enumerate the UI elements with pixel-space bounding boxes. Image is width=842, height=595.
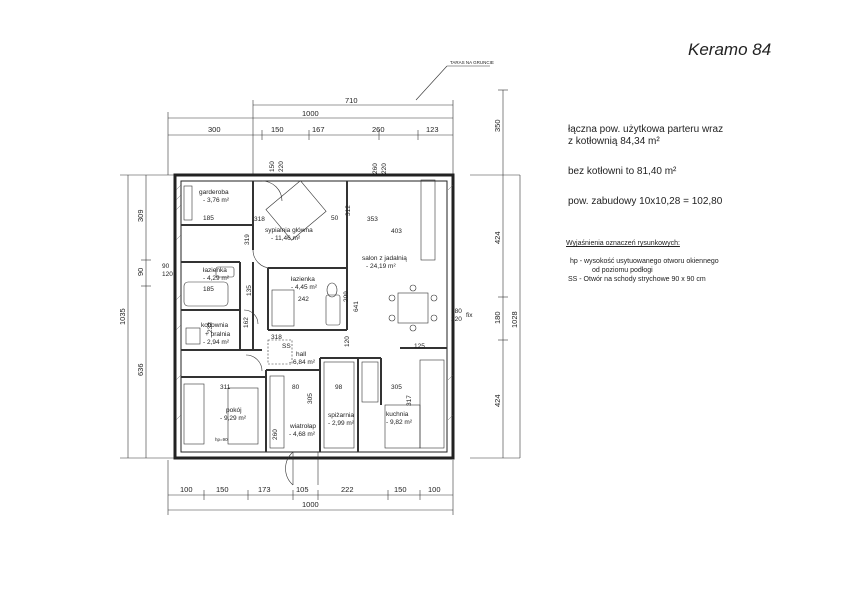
room-salon: salon z jadalnią (362, 255, 407, 262)
usable-area-line2: z kotłownią 84,34 m² (568, 136, 660, 147)
dim-i-353: 353 (367, 216, 378, 223)
dim-r-180: 180 (493, 311, 502, 324)
top-dimension-lines (120, 65, 521, 515)
dim-r-424a: 424 (493, 231, 502, 244)
dim-l-90: 90 (136, 268, 145, 276)
dim-i-318a: 318 (254, 216, 265, 223)
room-spizarnia: spiżarnia (328, 412, 354, 419)
fix-window-label: fix (466, 312, 473, 319)
dim-150-top: 150 (271, 125, 284, 134)
room-lazienka-1-area: - 4,29 m² (203, 275, 230, 282)
dim-b-150a: 150 (216, 485, 229, 494)
dim-l-636: 636 (136, 363, 145, 376)
dim-i-242: 242 (298, 296, 309, 303)
fixtures (183, 179, 445, 486)
plan-title: Keramo 84 (688, 40, 772, 59)
room-kuchnia-area: - 9,82 m² (386, 419, 413, 426)
dim-i-185b: 185 (203, 286, 214, 293)
room-salon-area: - 24,19 m² (366, 263, 396, 270)
dim-i-80: 80 (292, 384, 300, 391)
window-height-label: hp=90 (215, 437, 228, 442)
dim-i-185a: 185 (203, 215, 214, 222)
dim-123: 123 (426, 125, 439, 134)
dim-i-641: 641 (353, 301, 360, 312)
dim-i-220: 220 (278, 161, 285, 172)
dim-i-120: 120 (344, 336, 351, 347)
room-lazienka-2: łazienka (291, 276, 315, 283)
dim-b-222: 222 (341, 485, 354, 494)
dim-1000-top: 1000 (302, 109, 319, 118)
room-kotlownia-area: - 2,94 m² (203, 339, 230, 346)
legend-hp-line1: hp - wysokość usytuowanego otworu okienn… (570, 258, 719, 265)
dim-i-50: 50 (331, 215, 339, 222)
room-lazienka-2-area: - 4,45 m² (291, 284, 318, 291)
interior-walls (181, 181, 447, 452)
exterior-walls (173, 173, 455, 460)
dim-i-209: 209 (343, 291, 350, 302)
room-pokoj-area: - 9,29 m² (220, 415, 247, 422)
dim-i-260: 260 (372, 163, 379, 174)
dim-i-260b: 260 (272, 429, 279, 440)
room-hall-area: - 6,84 m² (289, 359, 316, 366)
dim-167: 167 (312, 125, 325, 134)
room-wiatrolap-area: - 4,68 m² (289, 431, 316, 438)
room-spizarnia-area: - 2,99 m² (328, 420, 355, 427)
room-sypialnia-area: - 11,46 m² (271, 235, 301, 242)
dim-710: 710 (345, 96, 358, 105)
dim-300: 300 (208, 125, 221, 134)
room-lazienka-1: łazienka (203, 267, 227, 274)
room-kotlownia: kotłownia (201, 322, 228, 329)
dim-i-319: 319 (244, 234, 251, 245)
dim-i-90-left: 90 (162, 263, 170, 270)
dim-i-120-left: 120 (162, 271, 173, 278)
room-garderoba-area: - 3,76 m² (203, 197, 230, 204)
dim-i-162: 162 (243, 317, 250, 328)
usable-area-line1: łączna pow. użytkowa parteru wraz (568, 124, 724, 135)
dim-l-1035: 1035 (118, 308, 127, 325)
dim-r-1028: 1028 (510, 311, 519, 328)
room-pokoj: pokój (226, 407, 242, 414)
legend-ss-line: SS - Otwór na schody strychowe 90 x 90 c… (568, 276, 706, 283)
dim-b-150b: 150 (394, 485, 407, 494)
dim-260-top: 260 (372, 125, 385, 134)
dim-i-318b: 318 (271, 334, 282, 341)
attic-stairs-label: SS (282, 343, 291, 350)
room-hall: hall (296, 351, 307, 358)
wall-hatching (175, 184, 454, 421)
room-wiatrolap: wiatrołap (289, 423, 316, 430)
room-kotlownia-2: + pralnia (205, 331, 230, 338)
dim-i-135: 135 (246, 285, 253, 296)
dim-i-312: 312 (345, 205, 352, 216)
dim-i-305b: 305 (391, 384, 402, 391)
dim-b-173: 173 (258, 485, 271, 494)
dim-i-125: 125 (414, 343, 425, 350)
dim-i-311: 311 (220, 384, 231, 391)
room-sypialnia: sypialnia główna (265, 227, 313, 234)
dim-i-403: 403 (391, 228, 402, 235)
dim-b-100b: 100 (428, 485, 441, 494)
room-garderoba: garderoba (199, 189, 229, 196)
legend-heading: Wyjaśnienia oznaczeń rysunkowych: (566, 240, 680, 247)
dim-i-180-right: 180 (451, 308, 462, 315)
dim-i-98: 98 (335, 384, 343, 391)
dim-l-309: 309 (136, 209, 145, 222)
attic-stairs-opening (267, 339, 293, 365)
dim-i-220b: 220 (381, 163, 388, 174)
dim-b-1000: 1000 (302, 500, 319, 509)
built-up-area: pow. zabudowy 10x10,28 = 102,80 (568, 196, 723, 207)
dim-i-232: 232 (207, 322, 214, 333)
dim-r-424b: 424 (493, 394, 502, 407)
terrace-label: TARAS NA GRUNCIE (450, 60, 494, 65)
dim-i-305a: 305 (307, 393, 314, 404)
dim-b-105: 105 (296, 485, 309, 494)
room-kuchnia: kuchnia (386, 411, 409, 418)
dim-i-220-right: 220 (451, 316, 462, 323)
dim-i-317: 317 (406, 395, 413, 406)
dim-r-350: 350 (493, 119, 502, 132)
area-without-boiler-room: bez kotłowni to 81,40 m² (568, 166, 677, 177)
legend-hp-line2: od poziomu podłogi (592, 267, 653, 274)
dim-i-150: 150 (269, 161, 276, 172)
dim-b-100a: 100 (180, 485, 193, 494)
